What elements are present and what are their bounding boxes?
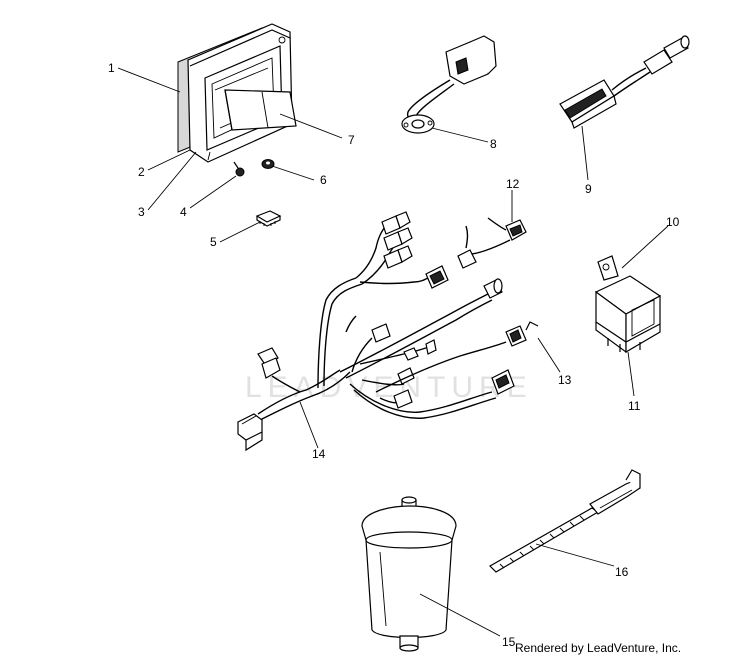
callout-11: 11: [628, 399, 641, 413]
callout-4: 4: [180, 205, 187, 219]
part-9-connector-module: [559, 35, 690, 129]
part-6-nut: [261, 159, 275, 169]
callout-2: 2: [138, 165, 145, 179]
part-14-wiring-harness: [237, 211, 527, 452]
part-16-cable-tie: [489, 469, 641, 573]
callout-8: 8: [490, 137, 497, 151]
callout-1: 1: [108, 61, 115, 75]
callouts: 1 2 3 4 5 6 7 8 9 10 11 12 13 14 15 16: [108, 61, 680, 649]
callout-5: 5: [210, 235, 217, 249]
part-8-sensor: [401, 35, 497, 134]
callout-10: 10: [666, 215, 680, 229]
part-5-chip: [255, 210, 282, 227]
callout-6: 6: [320, 173, 327, 187]
part-13-clip: [525, 321, 539, 331]
callout-15: 15: [502, 635, 516, 649]
leader-lines: [117, 67, 669, 637]
part-15-filter: [361, 496, 457, 652]
callout-3: 3: [138, 205, 145, 219]
callout-9: 9: [585, 182, 592, 196]
part-4-screw: [233, 161, 245, 177]
callout-7: 7: [348, 133, 355, 147]
callout-12: 12: [506, 177, 520, 191]
watermark: LEADVENTURE: [245, 371, 533, 404]
part-1-control-module: [177, 23, 297, 163]
part-10-relay: [594, 255, 662, 354]
callout-13: 13: [558, 373, 572, 387]
callout-14: 14: [312, 447, 326, 461]
footer-credit: Rendered by LeadVenture, Inc.: [515, 641, 682, 655]
callout-16: 16: [615, 565, 629, 579]
part-12-connector: [457, 217, 527, 269]
